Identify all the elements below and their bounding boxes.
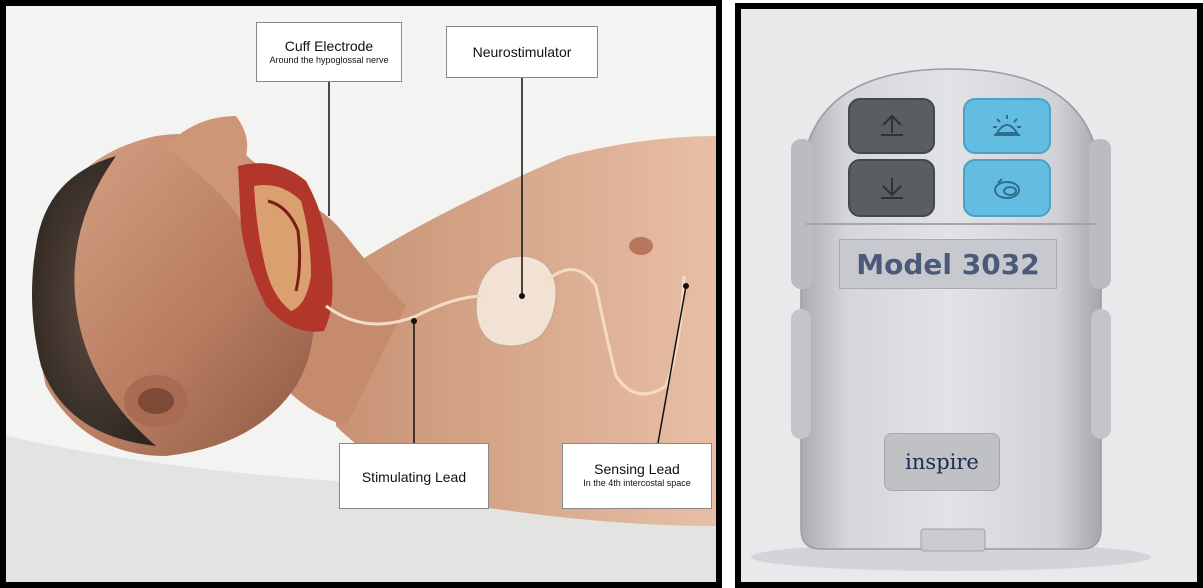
sensing-lead-label: Sensing Lead In the 4th intercostal spac… [562,443,712,509]
cuff-electrode-title: Cuff Electrode [257,37,401,55]
model-label: Model 3032 [839,239,1057,289]
therapy-pause-button[interactable] [963,159,1051,217]
decrease-button[interactable] [848,159,935,217]
arrow-up-icon [877,113,907,139]
neurostimulator-title: Neurostimulator [447,43,597,61]
sensing-lead-subtitle: In the 4th intercostal space [563,478,711,489]
remote-body [741,9,1197,582]
stimulating-lead-label: Stimulating Lead [339,443,489,509]
pause-icon [990,175,1024,201]
therapy-on-icon [990,113,1024,139]
cuff-electrode-label: Cuff Electrode Around the hypoglossal ne… [256,22,402,82]
patient-remote-panel: Model 3032 inspire [735,3,1203,588]
inspire-logo: inspire [884,433,1000,491]
neurostimulator-label: Neurostimulator [446,26,598,78]
therapy-on-button[interactable] [963,98,1051,154]
arrow-down-icon [877,175,907,201]
sensing-lead-title: Sensing Lead [563,460,711,478]
stimulating-lead-title: Stimulating Lead [340,468,488,486]
cuff-electrode-subtitle: Around the hypoglossal nerve [257,55,401,66]
increase-button[interactable] [848,98,935,154]
implant-diagram-panel: Cuff Electrode Around the hypoglossal ne… [0,0,722,588]
